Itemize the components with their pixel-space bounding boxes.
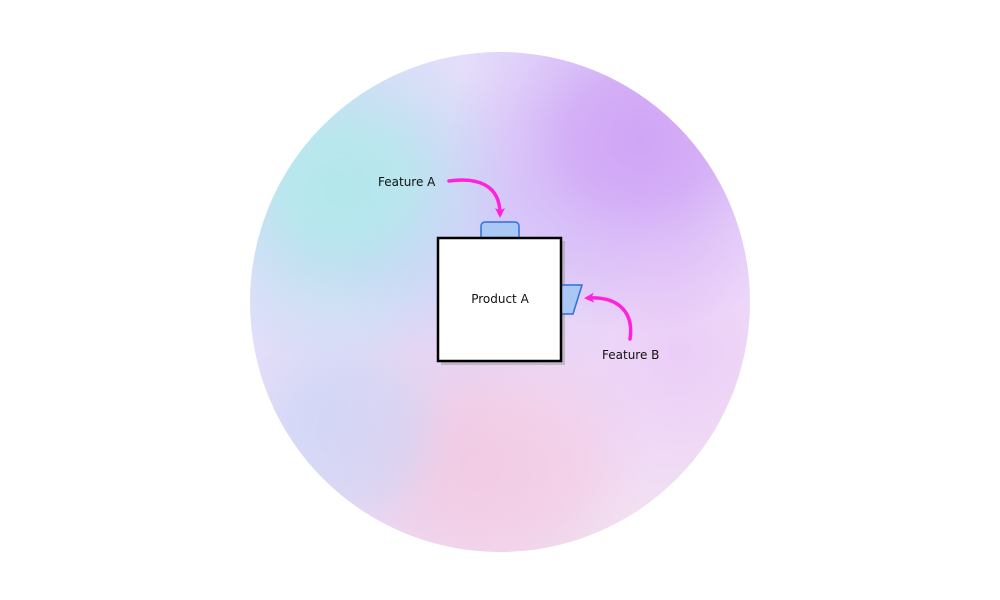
watercolor-blue-wash <box>270 352 430 512</box>
watercolor-violet-wash <box>550 62 740 212</box>
product-label: Product A <box>471 292 529 306</box>
product-box <box>436 236 563 363</box>
feature-b-arrow <box>584 292 633 341</box>
feature-b-tab <box>560 284 584 315</box>
feature-b-label: Feature B <box>602 348 659 362</box>
feature-a-label: Feature A <box>378 175 436 189</box>
watercolor-background-circle <box>250 52 750 552</box>
watercolor-pink-wash <box>400 392 600 542</box>
watercolor-teal-wash <box>260 112 430 252</box>
feature-a-arrow <box>447 178 505 218</box>
